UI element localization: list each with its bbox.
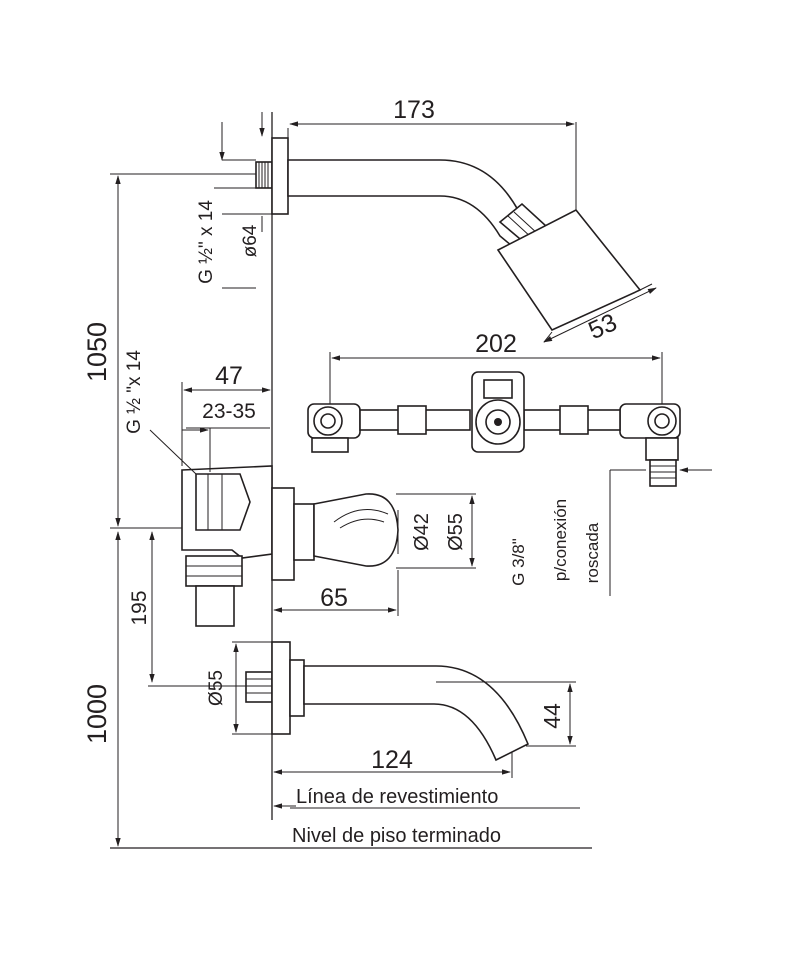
dim-valve-adjust: 23-35 bbox=[202, 400, 256, 423]
dim-total-height: 1050 bbox=[82, 322, 112, 382]
dim-spout-length: 124 bbox=[371, 746, 413, 774]
dim-inlet-thread-mid: G ½ "x 14 bbox=[124, 350, 145, 434]
mixer-valve-side-view bbox=[181, 465, 399, 627]
dim-valve-spacing: 202 bbox=[475, 330, 517, 358]
label-connection-threaded: roscada bbox=[583, 522, 602, 583]
dim-shower-head-size: 53 bbox=[584, 308, 621, 345]
dim-spout-flange-diameter: Ø55 bbox=[206, 670, 227, 706]
label-floor-line: Nivel de piso terminado bbox=[292, 825, 501, 847]
dim-flange-diameter-top: ø64 bbox=[240, 224, 261, 257]
dim-knob-inner-diameter: Ø42 bbox=[411, 513, 433, 551]
dim-floor-height: 1000 bbox=[82, 684, 112, 744]
dim-spout-drop: 44 bbox=[539, 703, 565, 729]
dim-valve-depth: 47 bbox=[215, 362, 243, 390]
label-wall-line: Línea de revestimiento bbox=[296, 786, 498, 808]
dim-knob-projection: 65 bbox=[320, 584, 348, 612]
dim-shower-arm-length: 173 bbox=[393, 96, 435, 124]
label-connection-thread: G 3/8" bbox=[509, 538, 528, 586]
label-connection-type: p/conexión bbox=[551, 499, 570, 581]
dim-inlet-thread-top: G ½" x 14 bbox=[196, 200, 217, 284]
bath-spout bbox=[245, 641, 530, 762]
dim-knob-outer-diameter: Ø55 bbox=[445, 513, 467, 551]
dim-valve-to-spout: 195 bbox=[128, 590, 151, 625]
shower-assembly bbox=[255, 137, 642, 332]
valve-manifold-top-view bbox=[307, 371, 681, 487]
